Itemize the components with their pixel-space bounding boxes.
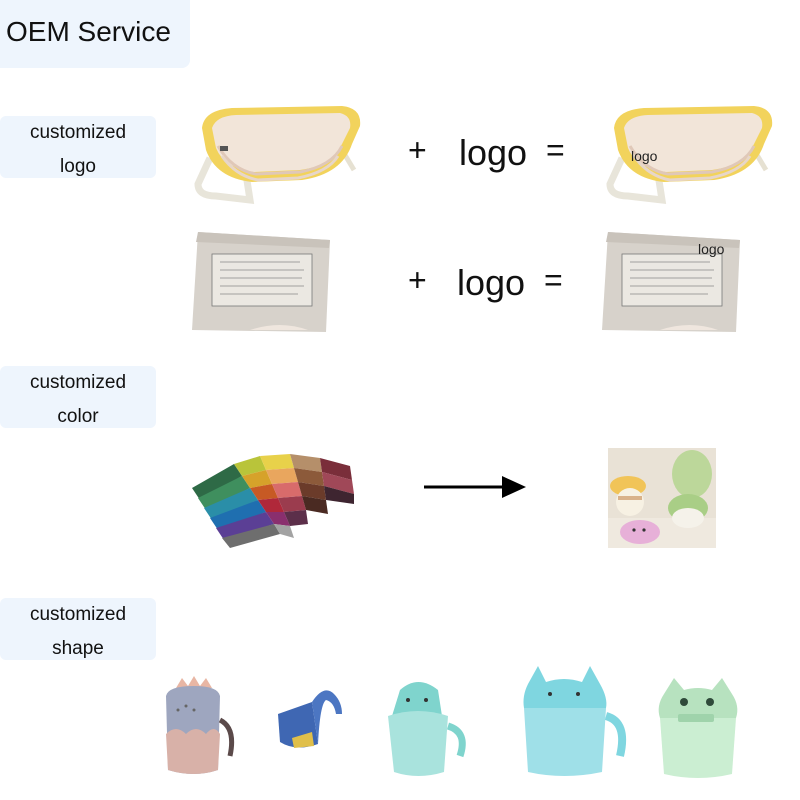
tag-line2: shape [52,638,104,659]
box-logo-label: logo [698,241,725,257]
dino-rinse-cup-image [378,676,474,780]
tag-line1: customized [29,372,127,393]
duck-rinse-scoop-image [272,684,348,754]
carton-box-image [190,230,332,336]
color-swatch-fan-image [190,452,356,552]
bathtub-with-logo-image [604,100,780,206]
crown-rinse-cup-image [156,676,236,780]
tag-customized-color: customized color [0,366,156,428]
plus-sign: + [408,262,427,298]
page-title: OEM Service [6,16,171,47]
tag-line2: color [57,406,99,427]
logo-word: logo [459,132,528,173]
tag-line1: customized [29,604,127,625]
tag-customized-shape: customized shape [0,598,156,660]
cat-rinse-cup-image [516,664,628,780]
page-title-box: OEM Service [0,0,190,68]
right-arrow-icon [424,472,528,502]
equals-sign: = [544,262,563,298]
equals-sign: = [546,132,565,168]
frog-rinse-cup-image [654,676,746,780]
tag-customized-logo: customized logo [0,116,156,178]
logo-word: logo [457,262,526,303]
tag-line2: logo [60,156,96,177]
bathtub-image [192,100,368,206]
tag-line1: customized [29,122,127,143]
carton-box-with-logo-image [600,230,742,336]
plus-sign: + [408,132,427,168]
colored-potty-image [608,448,716,548]
bathtub-logo-label: logo [631,148,658,164]
